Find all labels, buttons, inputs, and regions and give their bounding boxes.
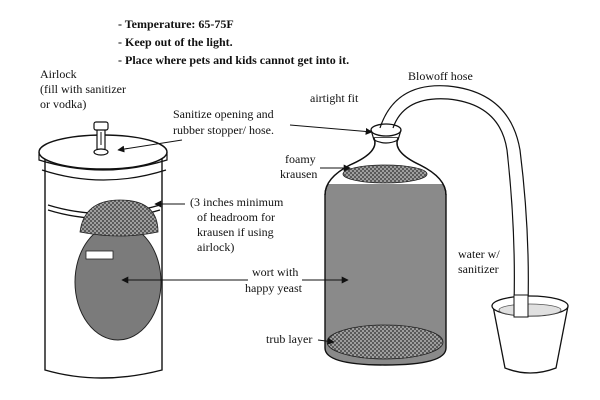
airlock-icon	[93, 121, 109, 156]
label-blowoff-hose: Blowoff hose	[408, 69, 473, 83]
label-airlock-line3: or vodka)	[40, 97, 86, 111]
carboy-krausen	[342, 164, 428, 184]
label-airtight-fit: airtight fit	[310, 91, 359, 105]
note-light: - Keep out of the light.	[118, 35, 233, 49]
label-trub-layer: trub layer	[266, 332, 312, 346]
bucket-spigot	[85, 250, 114, 260]
label-foamy: foamy	[285, 152, 316, 166]
label-headroom: (3 inches minimum	[190, 195, 284, 209]
bucket-wort	[74, 223, 162, 341]
bucket-fermenter	[38, 121, 168, 379]
carboy-fermenter	[324, 123, 447, 366]
carboy-trub	[326, 324, 444, 360]
label-sanitizer: sanitizer	[458, 262, 499, 276]
carboy-stopper	[370, 123, 402, 137]
label-headroom-line3: krausen if using	[197, 225, 274, 239]
notes-block: - Temperature: 65-75F - Keep out of the …	[118, 17, 349, 67]
blowoff-hose	[379, 85, 529, 306]
bucket-rim	[41, 169, 167, 181]
label-krausen: krausen	[280, 167, 317, 181]
label-headroom-line2: of headroom for	[197, 210, 275, 224]
labels: Airlock (fill with sanitizer or vodka) S…	[40, 67, 500, 346]
label-sanitize-line2: rubber stopper/ hose.	[173, 123, 274, 137]
bucket-krausen	[79, 199, 159, 237]
label-yeast: happy yeast	[245, 281, 303, 295]
label-water: water w/	[458, 247, 500, 261]
sanitizer-cup	[491, 294, 569, 374]
note-pets-kids: - Place where pets and kids cannot get i…	[118, 53, 349, 67]
label-wort: wort with	[252, 265, 298, 279]
label-headroom-line4: airlock)	[197, 240, 234, 254]
note-temperature: - Temperature: 65-75F	[118, 17, 234, 31]
leader-lines	[117, 124, 373, 345]
label-airlock: Airlock	[40, 67, 77, 81]
label-airlock-line2: (fill with sanitizer	[40, 82, 126, 96]
label-sanitize: Sanitize opening and	[173, 107, 274, 121]
